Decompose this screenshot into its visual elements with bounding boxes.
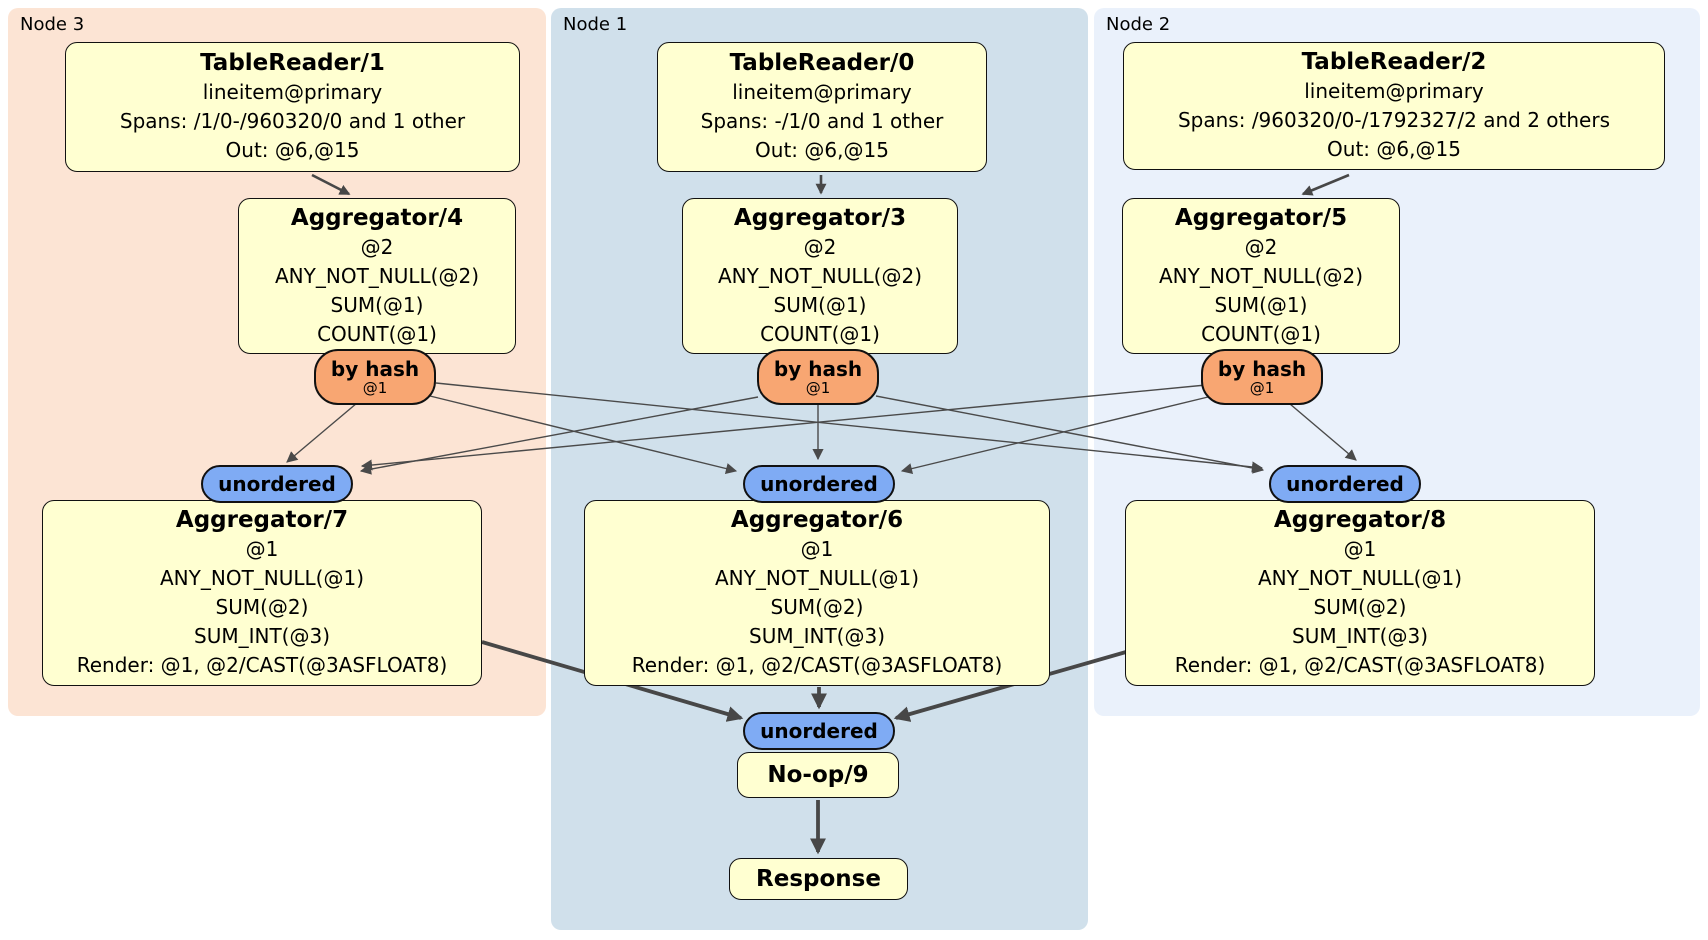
processor-detail: @2: [803, 234, 837, 259]
reader-to-aggregator-edges: [311, 173, 1350, 196]
sync-unordered-final: unordered: [743, 712, 895, 750]
processor-title: TableReader/0: [729, 50, 915, 76]
sync-label: unordered: [760, 719, 878, 743]
processor-detail: ANY_NOT_NULL(@2): [718, 263, 922, 288]
processor-tablereader-2: TableReader/2 lineitem@primary Spans: /9…: [1123, 42, 1665, 170]
processor-detail: @2: [360, 234, 394, 259]
router-key: @1: [1249, 378, 1275, 397]
processor-detail: SUM_INT(@3): [1292, 624, 1428, 648]
edge: [286, 402, 358, 463]
processor-detail: @2: [1244, 234, 1278, 259]
edge: [360, 384, 1207, 471]
edge: [435, 382, 1264, 473]
processor-title: Aggregator/8: [1273, 507, 1447, 533]
processor-detail: ANY_NOT_NULL(@2): [1159, 263, 1363, 288]
processor-detail: SUM(@2): [215, 595, 309, 619]
processor-aggregator-6: Aggregator/6 @1 ANY_NOT_NULL(@1) SUM(@2)…: [584, 500, 1050, 686]
processor-detail: Render: @1, @2/CAST(@3ASFLOAT8): [76, 653, 448, 677]
router-key: @1: [805, 378, 831, 397]
processor-detail: @1: [245, 537, 279, 561]
edge: [359, 396, 759, 475]
processor-detail: Out: @6,@15: [755, 138, 889, 162]
processor-aggregator-5: Aggregator/5 @2 ANY_NOT_NULL(@2) SUM(@1)…: [1122, 198, 1400, 354]
edge: [429, 395, 738, 475]
node-region-3-label: Node 3: [20, 14, 85, 35]
node-region-1-label: Node 1: [563, 14, 628, 35]
processor-detail: SUM_INT(@3): [749, 624, 885, 648]
edge: [1301, 173, 1350, 196]
processor-detail: SUM(@1): [773, 292, 867, 317]
processor-title: Aggregator/6: [730, 507, 904, 533]
processor-detail: Spans: -/1/0 and 1 other: [700, 109, 944, 133]
router-by-hash-node3: by hash @1: [314, 349, 436, 405]
sync-unordered-node3: unordered: [201, 465, 353, 503]
processor-title: Aggregator/4: [290, 204, 464, 231]
processor-detail: SUM(@2): [770, 595, 864, 619]
sync-unordered-node2: unordered: [1269, 465, 1421, 503]
processor-title: Aggregator/3: [733, 204, 907, 231]
processor-detail: SUM(@1): [1214, 292, 1308, 317]
processor-detail: COUNT(@1): [760, 321, 880, 346]
edge: [900, 396, 1209, 475]
processor-title: Response: [756, 865, 881, 892]
processor-detail: Spans: /960320/0-/1792327/2 and 2 others: [1177, 108, 1610, 132]
processor-detail: lineitem@primary: [732, 80, 912, 104]
processor-detail: ANY_NOT_NULL(@1): [160, 566, 364, 590]
router-label: by hash: [773, 356, 863, 381]
router-label: by hash: [330, 356, 420, 381]
processor-detail: Out: @6,@15: [225, 138, 360, 162]
response-node: Response: [729, 858, 908, 900]
processor-detail: Render: @1, @2/CAST(@3ASFLOAT8): [1174, 653, 1546, 677]
processor-title: Aggregator/5: [1174, 204, 1348, 231]
processor-detail: Spans: /1/0-/960320/0 and 1 other: [119, 109, 466, 133]
hash-distribution-edges: [286, 382, 1357, 475]
processor-noop-9: No-op/9: [737, 752, 899, 798]
processor-tablereader-1: TableReader/1 lineitem@primary Spans: /1…: [65, 42, 520, 172]
processor-detail: SUM_INT(@3): [194, 624, 330, 648]
processor-aggregator-7: Aggregator/7 @1 ANY_NOT_NULL(@1) SUM(@2)…: [42, 500, 482, 686]
node-region-2-label: Node 2: [1106, 14, 1171, 35]
processor-title: TableReader/2: [1301, 49, 1487, 75]
processor-title: Aggregator/7: [175, 507, 349, 533]
processor-detail: COUNT(@1): [317, 321, 437, 346]
processor-detail: @1: [800, 537, 834, 561]
edge: [311, 173, 351, 196]
processor-title: TableReader/1: [200, 50, 385, 76]
sync-unordered-node1: unordered: [743, 465, 895, 503]
router-by-hash-node1: by hash @1: [757, 349, 879, 405]
processor-title: No-op/9: [767, 761, 869, 788]
processor-aggregator-8: Aggregator/8 @1 ANY_NOT_NULL(@1) SUM(@2)…: [1125, 500, 1595, 686]
processor-detail: ANY_NOT_NULL(@1): [715, 566, 919, 590]
sync-label: unordered: [760, 472, 878, 496]
processor-detail: ANY_NOT_NULL(@1): [1258, 566, 1462, 590]
processor-detail: @1: [1343, 537, 1377, 561]
processor-detail: SUM(@1): [330, 292, 424, 317]
processor-tablereader-0: TableReader/0 lineitem@primary Spans: -/…: [657, 42, 987, 172]
edge: [1289, 403, 1357, 461]
sync-label: unordered: [1286, 472, 1404, 496]
router-label: by hash: [1217, 356, 1307, 381]
processor-aggregator-4: Aggregator/4 @2 ANY_NOT_NULL(@2) SUM(@1)…: [238, 198, 516, 354]
router-by-hash-node2: by hash @1: [1201, 349, 1323, 405]
edge: [875, 395, 1265, 474]
processor-detail: COUNT(@1): [1201, 321, 1321, 346]
processor-detail: lineitem@primary: [1304, 79, 1484, 103]
processor-detail: Out: @6,@15: [1327, 137, 1461, 161]
router-key: @1: [362, 378, 388, 397]
processor-detail: ANY_NOT_NULL(@2): [275, 263, 479, 288]
processor-detail: Render: @1, @2/CAST(@3ASFLOAT8): [631, 653, 1003, 677]
processor-detail: lineitem@primary: [202, 80, 383, 104]
sync-label: unordered: [218, 472, 336, 496]
processor-detail: SUM(@2): [1313, 595, 1407, 619]
processor-aggregator-3: Aggregator/3 @2 ANY_NOT_NULL(@2) SUM(@1)…: [682, 198, 958, 354]
